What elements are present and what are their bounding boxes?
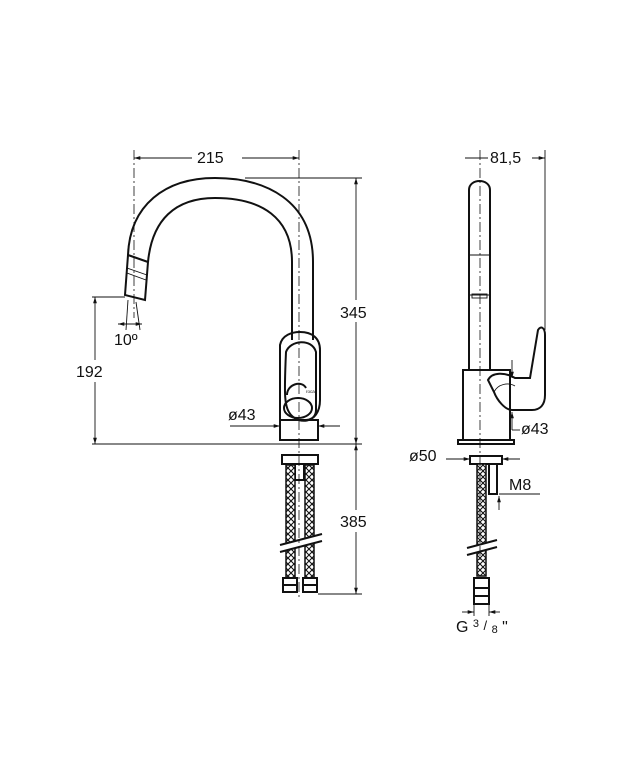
angle-line [135, 301, 141, 331]
dim-43-front-label: ø43 [228, 407, 256, 424]
brand-logo: roca [306, 389, 315, 394]
spout-nozzle [123, 253, 150, 302]
g-slash: / [483, 618, 487, 633]
side-deck-line [457, 439, 515, 445]
side-break-line-1 [466, 539, 498, 549]
dim-215-label: 215 [197, 150, 224, 167]
dim-345-label: 345 [340, 305, 367, 322]
supply-hose-right [304, 464, 315, 579]
hose-break-mask [280, 534, 322, 552]
angle-10-label: 10º [114, 332, 138, 349]
hose-connector-right [302, 577, 318, 593]
hose-break-line-2 [279, 540, 323, 553]
dim-50-label: ø50 [409, 448, 437, 465]
side-hose [476, 463, 487, 577]
g-unit: " [502, 619, 508, 636]
spout-inner-curve [147, 196, 293, 340]
dim-g-label: G 3 / 8 " [456, 614, 508, 637]
side-stud [488, 463, 498, 495]
side-break-line-2 [466, 546, 498, 556]
side-handle [486, 326, 546, 411]
hose-break-line-1 [279, 533, 323, 546]
dim-385-label: 385 [340, 514, 367, 531]
g-den: 8 [492, 624, 498, 636]
side-hose-connector [473, 577, 490, 605]
side-spout-slot [471, 293, 488, 299]
mounting-plate [281, 454, 319, 465]
nozzle-band [126, 267, 148, 276]
g-main: G [456, 619, 468, 636]
front-view: roca 215 345 192 10º [74, 146, 376, 600]
spout-outer-curve [127, 176, 314, 340]
side-view: 81,5 ø43 ø50 M8 G 3 / 8 " [409, 146, 549, 637]
side-hose-break-mask [467, 540, 497, 555]
side-spout [468, 180, 491, 371]
angle-ref-line [125, 299, 129, 331]
dim-192-label: 192 [76, 364, 103, 381]
nozzle-band-2 [126, 272, 147, 281]
mounting-rod [294, 463, 305, 481]
temperature-indicator [286, 382, 307, 396]
dim-43-side-label: ø43 [521, 421, 549, 438]
side-handle-inner [493, 383, 516, 393]
g-num: 3 [473, 618, 479, 630]
dim-m8-label: M8 [509, 477, 531, 494]
handle-knob [283, 397, 313, 419]
hose-connector-left [282, 577, 298, 593]
side-mounting-plate [469, 455, 503, 465]
supply-hose-left [285, 464, 296, 579]
dim-81-label: 81,5 [490, 150, 521, 167]
